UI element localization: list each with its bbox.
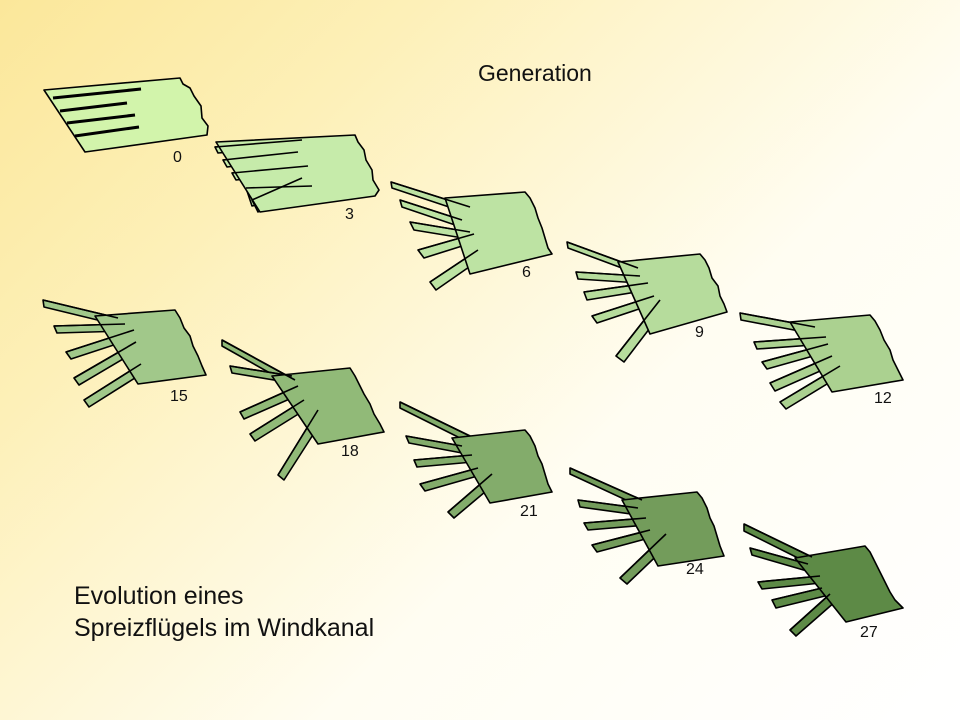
wing-gen-6 — [390, 181, 553, 291]
wing-gen-21-body — [451, 429, 553, 504]
wing-gen-24-body — [621, 491, 725, 567]
wing-gen-15-slot-1 — [42, 299, 119, 319]
wing-gen-9-slot-2 — [575, 271, 641, 277]
wing-gen-3-slot-3 — [231, 165, 309, 174]
wing-gen-6-slot-3 — [409, 221, 471, 233]
wing-gen-12-slot-5 — [779, 365, 841, 403]
wing-gen-18-slot-3 — [239, 385, 299, 413]
wing-gen-18-slot-2 — [229, 365, 293, 377]
generation-label-3: 3 — [345, 206, 354, 223]
wing-gen-27-slot-5 — [789, 593, 831, 631]
wing-gen-15-body — [94, 309, 207, 385]
generation-label-24: 24 — [686, 561, 704, 578]
generation-label-15: 15 — [170, 388, 188, 405]
wing-gen-12-body — [789, 314, 904, 393]
wing-gen-18-slot-5 — [277, 409, 319, 476]
wing-gen-3-body — [215, 134, 380, 213]
wing-gen-18-body — [271, 367, 385, 445]
wing-gen-0 — [43, 77, 209, 153]
generation-label-9: 9 — [695, 324, 704, 341]
wing-gen-27-slot-2 — [749, 547, 809, 565]
caption: Evolution eines Spreizflügels im Windkan… — [74, 580, 374, 644]
wing-gen-12-slot-4 — [769, 355, 833, 384]
wing-gen-12-slot-1 — [739, 312, 816, 328]
wing-gen-3-slot-1 — [214, 139, 303, 148]
wing-gen-18-slot-1 — [221, 339, 296, 381]
generation-label-27: 27 — [860, 624, 878, 641]
wing-gen-9-slot-3 — [583, 282, 649, 293]
wing-gen-9-slot-5 — [615, 299, 661, 357]
wing-gen-9-slot-1 — [566, 241, 639, 269]
wing-gen-3 — [214, 134, 380, 213]
wing-gen-24-slot-3 — [583, 517, 647, 524]
wing-gen-27-body — [794, 545, 904, 623]
generation-label-6: 6 — [522, 264, 531, 281]
wing-gen-21-slot-1 — [399, 401, 471, 437]
wing-gen-6-slot-4 — [417, 233, 475, 251]
wing-gen-6-slot-1 — [390, 181, 471, 208]
wing-gen-27-slot-4 — [771, 587, 823, 601]
wing-gen-15-slot-4 — [73, 341, 137, 379]
wing-gen-3-slot-2 — [222, 151, 299, 161]
wing-gen-9-slot-4 — [591, 295, 655, 317]
wing-gen-12-slot-3 — [761, 343, 829, 363]
wing-gen-21-slot-4 — [419, 467, 479, 485]
wing-gen-27-slot-1 — [743, 523, 813, 558]
wing-gen-0-slot-1 — [52, 87, 142, 100]
wing-gen-0-slot-2 — [59, 101, 128, 113]
generation-heading: Generation — [478, 60, 592, 86]
wing-gen-24-slot-5 — [619, 533, 667, 579]
wing-gen-18-slot-4 — [249, 399, 305, 435]
wing-gen-0-slot-4 — [74, 125, 140, 138]
wing-gen-21-slot-3 — [413, 454, 473, 461]
wing-gen-21-slot-2 — [405, 435, 463, 447]
wing-gen-27 — [743, 523, 904, 637]
wing-gen-18 — [221, 339, 385, 481]
wing-gen-24-slot-4 — [591, 529, 651, 546]
wing-gen-24-slot-1 — [569, 467, 643, 501]
wings-group — [42, 77, 904, 637]
wing-gen-15 — [42, 299, 207, 408]
generation-label-21: 21 — [520, 503, 538, 520]
generation-label-0: 0 — [173, 149, 182, 166]
generation-label-18: 18 — [341, 443, 359, 460]
wing-gen-6-slot-2 — [399, 199, 463, 221]
wing-gen-24-slot-2 — [577, 499, 639, 509]
wing-gen-9-body — [617, 253, 728, 335]
wing-gen-6-slot-5 — [429, 249, 479, 283]
wing-gen-9 — [566, 241, 728, 363]
wing-gen-12-slot-2 — [753, 336, 827, 343]
wing-gen-12 — [739, 312, 904, 410]
wing-gen-24 — [569, 467, 725, 585]
wing-gen-3-slot-4 — [245, 185, 313, 189]
wing-gen-15-slot-2 — [53, 323, 126, 327]
wing-gen-15-slot-3 — [65, 329, 135, 353]
wing-gen-3-slot-5 — [251, 177, 303, 201]
wing-gen-15-slot-5 — [83, 363, 142, 401]
wing-gen-21-slot-5 — [447, 473, 493, 513]
generation-label-12: 12 — [874, 390, 892, 407]
wing-gen-0-slot-3 — [66, 113, 136, 125]
caption-line-1: Evolution eines — [74, 582, 244, 610]
wing-gen-27-slot-3 — [757, 575, 821, 583]
caption-line-2: Spreizflügels im Windkanal — [74, 614, 375, 642]
wing-gen-21 — [399, 401, 553, 519]
